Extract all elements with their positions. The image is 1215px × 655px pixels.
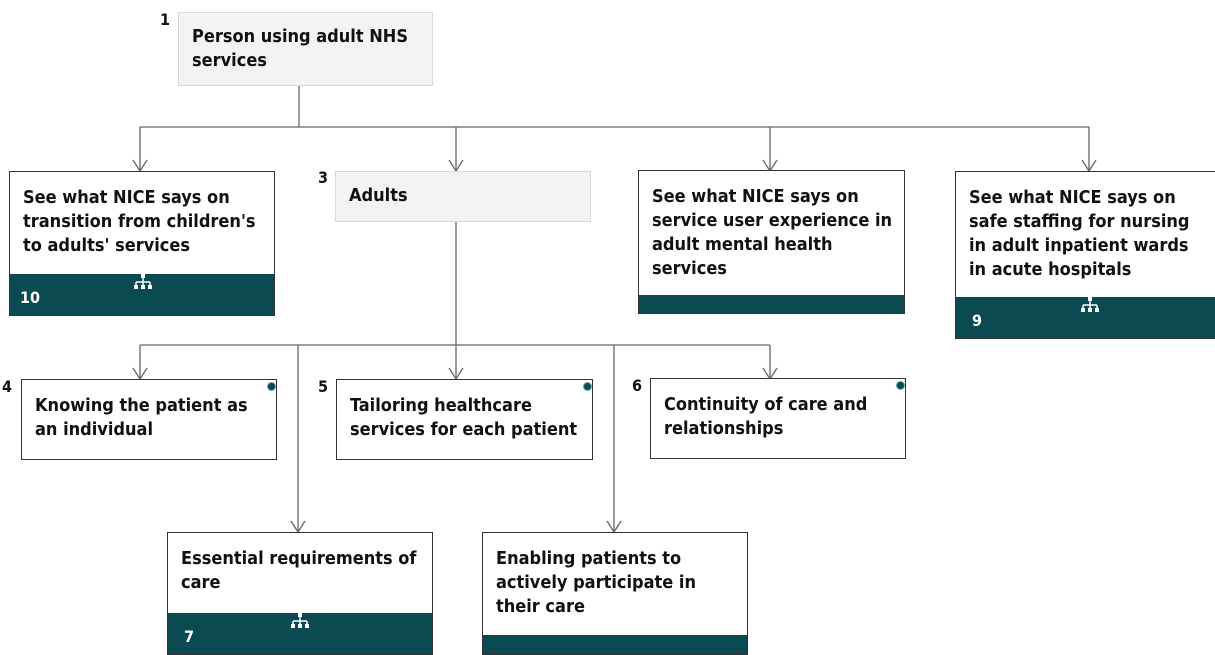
node-person-using-adult-nhs-services[interactable]: Person using adult NHS services <box>178 12 433 86</box>
node-label: Continuity of care and relationships <box>664 394 868 439</box>
status-dot-icon <box>583 382 592 391</box>
node-adults[interactable]: Adults <box>335 171 591 222</box>
hierarchy-icon[interactable] <box>1080 297 1100 313</box>
node-safe-staffing-nursing[interactable]: See what NICE says on safe staffing for … <box>955 171 1215 339</box>
node-4-number: 4 <box>2 377 13 396</box>
node-tailoring-healthcare-services[interactable]: Tailoring healthcare services for each p… <box>336 379 593 460</box>
node-enabling-patients-to-participate[interactable]: Enabling patients to actively participat… <box>482 532 748 655</box>
node-label: Knowing the patient as an individual <box>35 395 248 440</box>
status-dot-icon <box>267 382 276 391</box>
node-label: Essential requirements of care <box>181 548 417 593</box>
node-transition-children-to-adults[interactable]: See what NICE says on transition from ch… <box>9 171 275 316</box>
status-dot-icon <box>896 381 905 390</box>
node-7-number: 7 <box>184 627 195 646</box>
node-footer <box>639 295 904 313</box>
node-continuity-of-care[interactable]: Continuity of care and relationships <box>650 378 906 459</box>
node-label: See what NICE says on safe staffing for … <box>969 187 1190 280</box>
node-3-number: 3 <box>318 168 329 187</box>
node-label: Enabling patients to actively participat… <box>496 548 696 617</box>
node-footer <box>483 635 747 654</box>
node-footer: 7 <box>168 613 432 654</box>
node-label: Adults <box>349 185 408 206</box>
node-essential-requirements-of-care[interactable]: Essential requirements of care 7 <box>167 532 433 655</box>
node-label: Person using adult NHS services <box>192 26 408 71</box>
node-label: See what NICE says on service user exper… <box>652 186 893 279</box>
node-footer: 9 <box>956 297 1215 338</box>
node-5-number: 5 <box>318 377 329 396</box>
node-1-number: 1 <box>160 10 171 29</box>
hierarchy-icon[interactable] <box>133 274 153 290</box>
node-knowing-the-patient[interactable]: Knowing the patient as an individual <box>21 379 277 460</box>
node-footer: 10 <box>10 274 274 315</box>
hierarchy-icon[interactable] <box>290 613 310 629</box>
node-9-number: 9 <box>972 311 983 330</box>
node-service-user-experience-mental-health[interactable]: See what NICE says on service user exper… <box>638 170 905 314</box>
node-10-number: 10 <box>20 288 41 307</box>
node-label: Tailoring healthcare services for each p… <box>350 395 578 440</box>
node-label: See what NICE says on transition from ch… <box>23 187 256 256</box>
node-6-number: 6 <box>632 376 643 395</box>
